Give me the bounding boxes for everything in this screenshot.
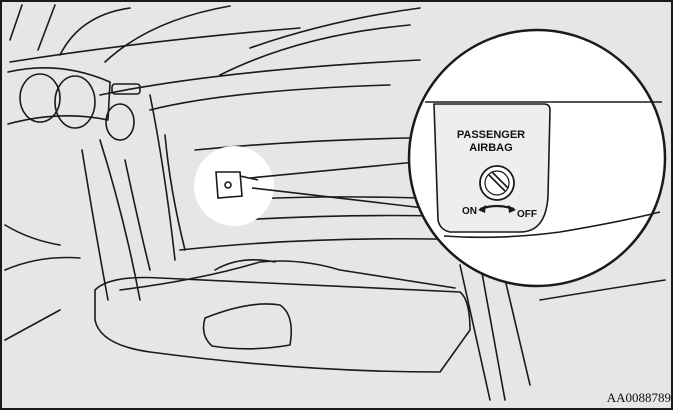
- callout-label-airbag: AIRBAG: [469, 142, 512, 154]
- figure-code: AA0088789: [607, 390, 671, 405]
- callout-magnifier: PASSENGER AIRBAG ON OFF: [409, 30, 665, 286]
- switch-highlight: [194, 146, 274, 226]
- callout-label-passenger: PASSENGER: [457, 129, 525, 141]
- callout-label-on: ON: [462, 206, 477, 217]
- callout-label-off: OFF: [517, 209, 537, 220]
